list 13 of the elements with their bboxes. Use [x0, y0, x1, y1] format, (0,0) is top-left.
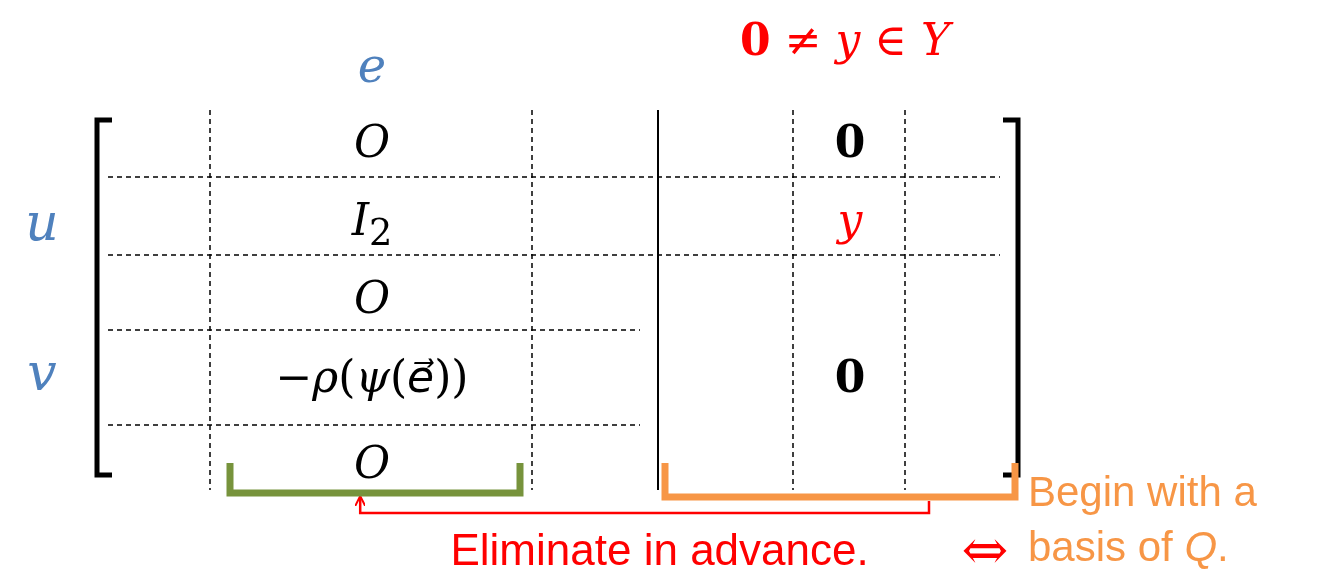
equivalence-symbol: ⇔	[961, 522, 1009, 576]
arrow	[354, 495, 931, 515]
row-label: u	[25, 196, 59, 248]
matrix-entry: I$_{2}$	[351, 198, 393, 252]
matrix-entry: O	[353, 276, 391, 320]
matrix-entry: −ρ(ψ(e⃗))	[275, 355, 469, 399]
matrix-entry: O	[353, 441, 391, 485]
matrix-entry: 0	[834, 355, 866, 399]
matrix-entry: 0	[834, 120, 866, 164]
column-label: e	[357, 41, 387, 89]
note-text: Begin with a basis of Q.	[1028, 467, 1258, 572]
row-label: v	[27, 346, 57, 398]
matrix-entry: O	[353, 120, 391, 164]
